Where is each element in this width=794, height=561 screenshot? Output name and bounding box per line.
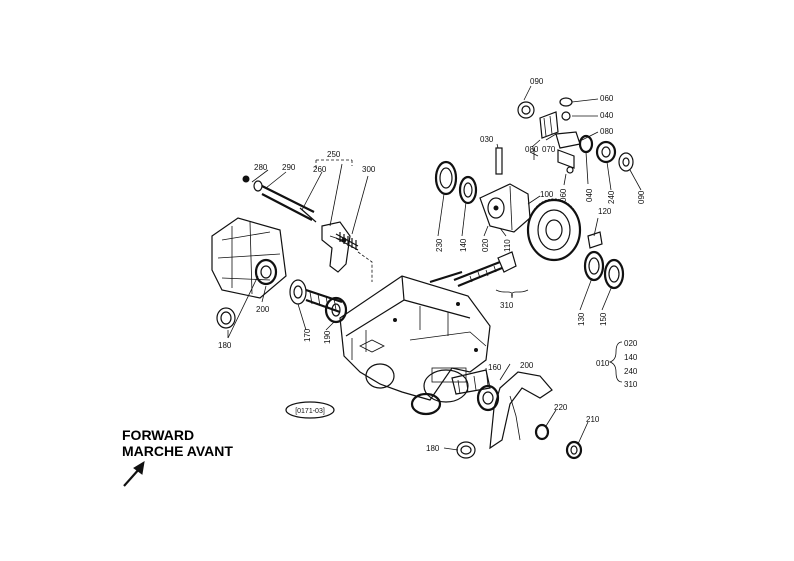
callout-210: 210 (586, 415, 600, 424)
assembly-member-240: 240 (624, 367, 638, 376)
callout-290: 290 (282, 163, 296, 172)
callout-310: 310 (500, 301, 514, 310)
callout-110: 110 (503, 239, 512, 252)
callout-020: 020 (481, 238, 490, 252)
figure-code: [0171-03] (295, 408, 325, 415)
callout-180-lower: 180 (426, 444, 440, 453)
callout-120: 120 (598, 207, 612, 216)
callout-220: 220 (554, 403, 568, 412)
assembly-member-140: 140 (624, 353, 638, 362)
callout-030: 030 (480, 135, 494, 144)
callout-080: 080 (600, 127, 614, 136)
callout-190: 190 (323, 330, 332, 344)
direction-label-en: FORWARD (122, 427, 194, 443)
transmission-housing (339, 270, 491, 416)
callout-090-lower: 090 (637, 190, 646, 204)
callout-040: 040 (600, 111, 614, 120)
direction-label-fr: MARCHE AVANT (122, 443, 233, 459)
direction-indicator: FORWARD MARCHE AVANT (122, 427, 233, 487)
washers (216, 307, 476, 459)
callout-090: 090 (530, 77, 544, 86)
callout-040-lower: 040 (585, 188, 594, 202)
callout-170: 170 (303, 328, 312, 342)
callout-labels: 090 060 040 080 030 080 070 060 040 240 … (218, 77, 646, 453)
assembly-label-010: 010 (596, 359, 610, 368)
callout-230: 230 (435, 238, 444, 252)
callout-180: 180 (218, 341, 232, 350)
callout-140: 140 (459, 238, 468, 252)
callout-080-lower: 080 (525, 145, 539, 154)
figure-code-stamp: [0171-03] (285, 401, 335, 419)
shift-rod-assembly (242, 175, 373, 282)
washer-180-left (216, 307, 236, 329)
pinion-shaft (289, 279, 348, 324)
callout-160: 160 (488, 363, 502, 372)
callout-060: 060 (600, 94, 614, 103)
assembly-member-310: 310 (624, 380, 638, 389)
callout-250-group: 250 (327, 150, 341, 159)
assembly-member-020: 020 (624, 339, 638, 348)
callout-300: 300 (362, 165, 376, 174)
callout-200-lower: 200 (520, 361, 534, 370)
lower-right-assembly (451, 369, 583, 460)
callout-130: 130 (577, 312, 586, 326)
leader-lines (227, 85, 642, 451)
callout-070: 070 (542, 145, 556, 154)
assembly-legend: 010 020 140 240 310 (596, 339, 638, 389)
callout-150: 150 (599, 312, 608, 326)
callout-100: 100 (540, 190, 554, 199)
callout-280: 280 (254, 163, 268, 172)
washer-180-lower (456, 441, 476, 459)
left-end-cover (211, 217, 287, 299)
callout-060-lower: 060 (559, 188, 568, 202)
callout-260: 260 (313, 165, 327, 174)
callout-200: 200 (256, 305, 270, 314)
differential-assembly (434, 97, 634, 290)
callout-240: 240 (607, 190, 616, 204)
